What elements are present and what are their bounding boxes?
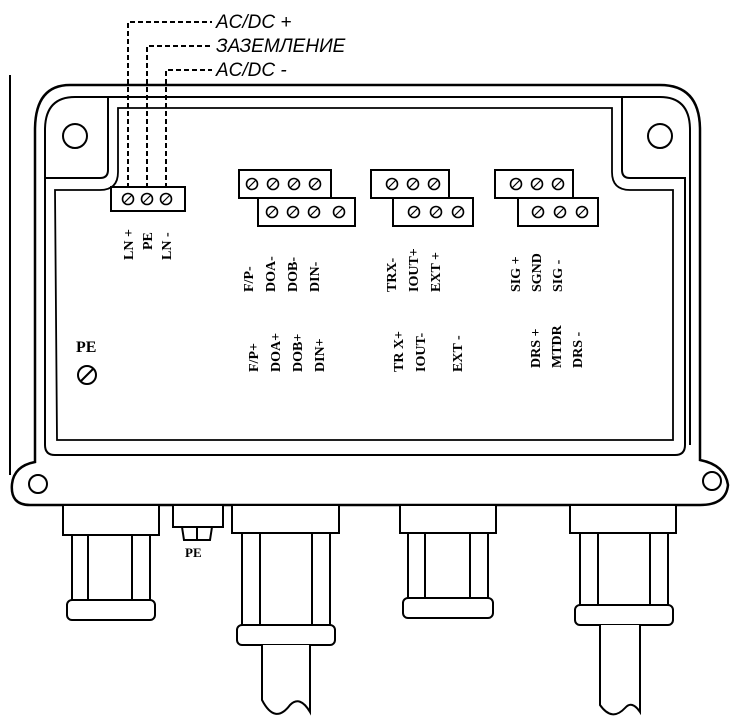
screw-icon (307, 205, 321, 219)
terminal-block-group-1 (238, 169, 356, 227)
label-din-plus: DIN+ (313, 338, 328, 372)
cable-gland-2 (231, 504, 340, 716)
label-fp-minus: F/P- (242, 266, 257, 292)
inner-panel (54, 107, 674, 441)
mount-hole-top-left (62, 123, 88, 149)
label-iout-minus: IOUT- (414, 332, 429, 372)
label-ext-minus: EXT - (451, 335, 466, 372)
screw-icon (121, 192, 135, 206)
screw-icon (159, 192, 173, 206)
screw-icon (530, 177, 544, 191)
wire-ground (146, 45, 212, 188)
ground-screw-icon (77, 365, 97, 385)
label-pe: PE (76, 339, 96, 356)
mount-hole-bottom-left (28, 474, 48, 494)
screw-icon (451, 205, 465, 219)
label-doa-minus: DOA- (264, 256, 279, 292)
label-dob-minus: DOB- (286, 257, 301, 292)
screw-icon (266, 177, 280, 191)
label-drs-minus: DRS - (571, 331, 586, 368)
label-sig-minus: SIG - (551, 259, 566, 292)
label-mtdr: MTDR (550, 324, 565, 368)
label-ac-dc-plus: AC/DC + (215, 12, 292, 33)
wire-ac-dc-minus (165, 69, 212, 188)
label-ground: ЗАЗЕМЛЕНИЕ (216, 36, 346, 57)
screw-icon (429, 205, 443, 219)
mount-hole-bottom-right (702, 471, 722, 491)
label-trx-plus: TR X+ (392, 331, 407, 372)
screw-icon (551, 177, 565, 191)
label-sig-plus: SIG + (509, 256, 524, 292)
screw-icon (575, 205, 589, 219)
screw-icon (509, 177, 523, 191)
label-sgnd: SGND (530, 253, 545, 292)
screw-icon (406, 177, 420, 191)
cable-gland-3 (399, 504, 497, 619)
terminal-block-group-2 (370, 169, 474, 227)
label-doa-plus: DOA+ (269, 333, 284, 372)
label-iout-plus: IOUT+ (407, 248, 422, 292)
label-fp-plus: F/P+ (247, 343, 262, 372)
power-terminal-block (110, 186, 186, 212)
screw-icon (531, 205, 545, 219)
screw-icon (385, 177, 399, 191)
screw-icon (245, 177, 259, 191)
screw-icon (308, 177, 322, 191)
label-ext-plus: EXT + (429, 252, 444, 292)
screw-icon (286, 205, 300, 219)
terminal-block-group-3 (494, 169, 599, 227)
enclosure-inner (44, 96, 691, 456)
mount-hole-top-right (647, 123, 673, 149)
label-pe-bottom: PE (185, 545, 202, 560)
enclosure-inner-left-top (44, 96, 76, 178)
label-din-minus: DIN- (308, 261, 323, 292)
label-drs-plus: DRS + (529, 328, 544, 368)
label-ln-plus: LN + (122, 229, 137, 260)
label-ac-dc-minus: AC/DC - (215, 60, 287, 81)
screw-icon (427, 177, 441, 191)
label-dob-plus: DOB+ (291, 334, 306, 372)
enclosure-outer (10, 83, 730, 507)
screw-icon (140, 192, 154, 206)
screw-icon (265, 205, 279, 219)
pe-stud-icon (172, 504, 224, 541)
label-trx-minus: TRX- (385, 257, 400, 292)
label-pe-terminal: PE (141, 232, 156, 250)
cable-gland-1 (62, 504, 160, 621)
screw-icon (553, 205, 567, 219)
screw-icon (287, 177, 301, 191)
cable-gland-4 (569, 504, 677, 716)
screw-icon (407, 205, 421, 219)
label-ln-minus: LN - (160, 232, 175, 260)
screw-icon (332, 205, 346, 219)
